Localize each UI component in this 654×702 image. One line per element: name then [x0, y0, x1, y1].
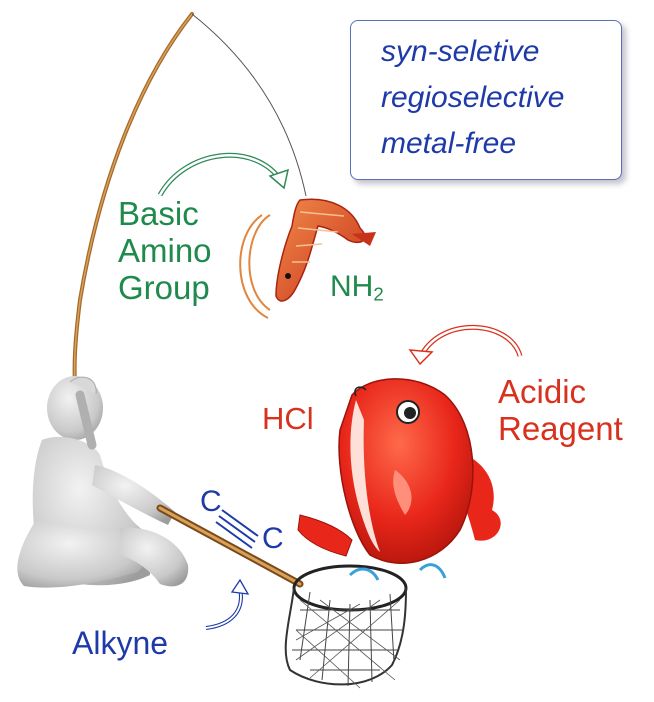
amino-label: Basic Amino Group: [118, 195, 212, 307]
fish-icon: [297, 378, 501, 581]
feature-regioselective: regioselective: [381, 81, 565, 114]
fishing-rod: [72, 12, 307, 397]
amino-arrow: [157, 152, 290, 197]
nh2-base: NH: [330, 270, 374, 303]
acidic-label: Acidic Reagent: [498, 373, 623, 448]
alkyne-arrow: [205, 578, 250, 630]
nh2-subscript: 2: [373, 283, 384, 305]
acidic-label-line1: Acidic: [498, 373, 587, 410]
nh2-label: NH2: [330, 270, 384, 305]
amino-label-line3: Group: [118, 268, 210, 306]
acidic-arrow: [408, 324, 523, 366]
alkyne-carbon-2: C: [262, 522, 284, 555]
person-figure: [17, 376, 189, 588]
shrimp-icon: [239, 198, 376, 319]
feature-metal-free: metal-free: [381, 127, 517, 160]
acidic-label-line2: Reagent: [498, 409, 623, 447]
feature-syn-selective: syn-seletive: [381, 35, 540, 68]
landing-net: [156, 504, 408, 689]
hcl-label: HCl: [262, 401, 314, 436]
features-box: syn-seletive regioselective metal-free: [350, 20, 622, 180]
triple-bond-icon: [215, 509, 259, 549]
amino-label-line1: Basic: [118, 195, 199, 232]
amino-label-line2: Amino: [118, 231, 212, 269]
alkyne-carbon-1: C: [200, 485, 222, 518]
alkyne-label: Alkyne: [72, 625, 169, 661]
